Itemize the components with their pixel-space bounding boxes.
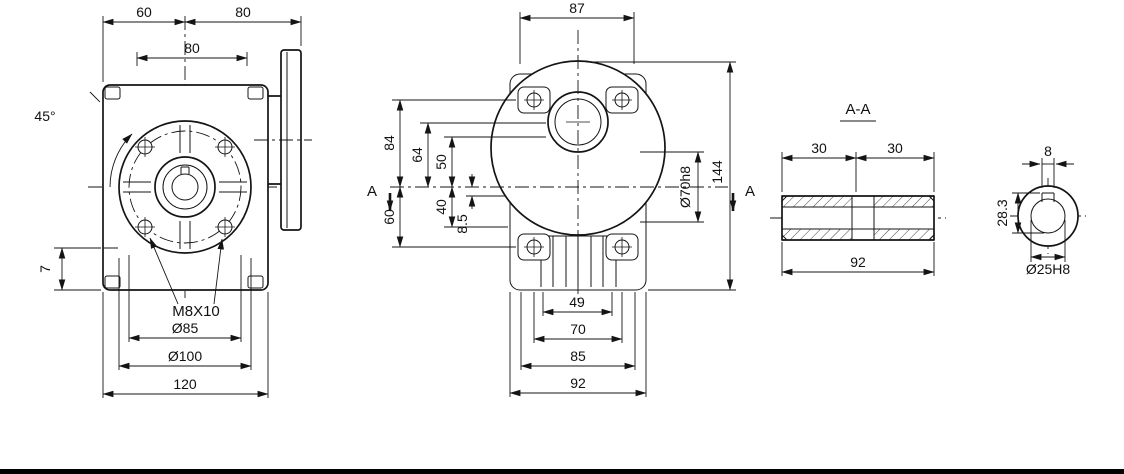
shaft-end-circle	[1017, 185, 1079, 247]
bore-circle	[171, 173, 199, 201]
dim-120-label: 120	[173, 376, 197, 392]
bolt-circle-centerline	[128, 130, 242, 244]
flange-bolt-holes	[135, 137, 235, 237]
dim-70-label: 70	[570, 321, 586, 337]
spigot-circle	[118, 120, 252, 254]
dim-d70h8-label: Ø70h8	[677, 166, 693, 208]
left-view: 45° 60 80 80 7 M8X10	[34, 4, 312, 398]
keyway	[1041, 192, 1055, 202]
dim-85-label: 85	[570, 348, 586, 364]
angle-arc	[109, 133, 133, 188]
dim-8-label: 8	[1044, 143, 1052, 159]
dim-92-shaft-label: 92	[850, 254, 866, 270]
front-view-bottom-dims: 49 70 85 92	[509, 292, 647, 397]
dim-30-left-label: 30	[811, 140, 827, 156]
dim-64-label: 64	[409, 147, 425, 163]
thread-label: M8X10	[172, 303, 220, 320]
dim-d85-label: Ø85	[172, 320, 199, 336]
section-view: A-A 30 30	[770, 101, 946, 276]
end-view: 8 28.3 Ø25H8	[994, 143, 1086, 277]
output-face-circles	[118, 120, 252, 254]
page-border-bottom	[0, 469, 1124, 474]
input-flange	[254, 49, 312, 231]
dim-49-label: 49	[569, 294, 585, 310]
left-view-bottom-dims: Ø85 Ø100 120	[102, 255, 269, 398]
recess-circle	[162, 164, 208, 210]
front-view-right-dims: Ø70h8 144	[586, 61, 736, 291]
hub-circle	[154, 156, 216, 218]
section-label-right: A	[745, 183, 755, 200]
dim-40-label: 40	[433, 199, 449, 215]
dim-80-square-label: 80	[184, 40, 200, 56]
front-view-left-dims: 84 60 64 50 40 8.5	[381, 99, 546, 248]
dim-8-5-label: 8.5	[454, 214, 470, 234]
front-view: A A 84 60 64 50 40 8.5	[367, 0, 755, 397]
dim-60-label: 60	[136, 4, 152, 20]
dim-7-label: 7	[37, 265, 53, 273]
dim-87-label: 87	[569, 0, 585, 16]
mounting-pads	[517, 86, 639, 261]
shaft-section-details	[781, 195, 935, 241]
dim-7: 7	[37, 247, 101, 291]
section-label-left: A	[367, 183, 377, 200]
dim-30-right-label: 30	[887, 140, 903, 156]
gearbox-body-outline	[102, 84, 269, 291]
keyway	[180, 166, 190, 174]
corner-pads	[103, 86, 264, 289]
dim-d25h8-label: Ø25H8	[1026, 261, 1071, 277]
section-view-dims: 30 30 92	[781, 140, 935, 276]
left-view-top-dims: 60 80 80	[102, 4, 302, 82]
angle-45-label: 45°	[34, 108, 55, 124]
dim-80-top-label: 80	[235, 4, 251, 20]
dim-28-3-label: 28.3	[994, 199, 1010, 226]
dim-d100-label: Ø100	[168, 348, 202, 364]
thread-callout: M8X10	[149, 237, 224, 320]
dim-84-label: 84	[381, 135, 397, 151]
section-title: A-A	[845, 101, 870, 118]
bore-circle	[1030, 198, 1066, 234]
casting-ribs	[123, 125, 247, 249]
end-view-dims: 8 28.3 Ø25H8	[994, 143, 1074, 277]
dim-92-label: 92	[570, 375, 586, 391]
dim-144-label: 144	[709, 160, 725, 184]
dim-60-label: 60	[381, 209, 397, 225]
front-view-top-dim: 87	[519, 0, 635, 64]
dim-50-label: 50	[433, 154, 449, 170]
